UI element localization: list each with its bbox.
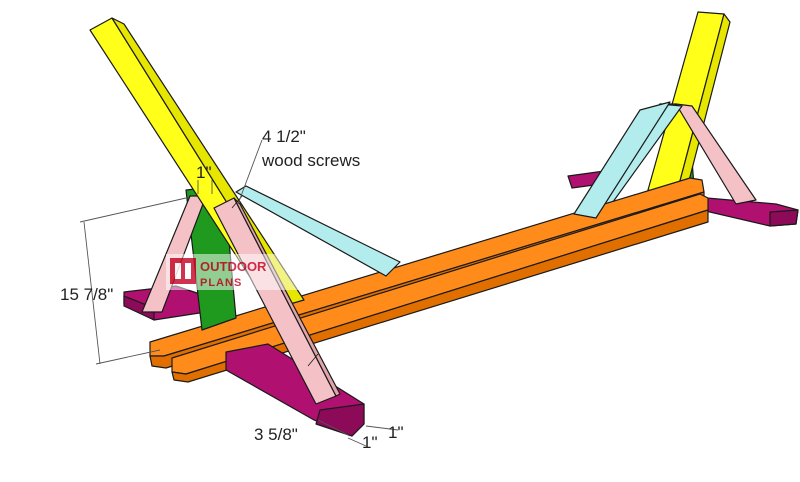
cyan-brace-top [235, 185, 401, 277]
foot-width-label: 3 5/8" [254, 425, 298, 444]
watermark-line1: OUTDOOR [200, 259, 267, 274]
height-label: 15 7/8" [60, 285, 113, 304]
screws-type-label: wood screws [261, 151, 360, 170]
labels: 4 1/2" wood screws 1" 15 7/8" 3 5/8" 1" … [60, 127, 404, 452]
screws-size-label: 4 1/2" [262, 127, 306, 146]
foot-gap-label-a: 1" [362, 433, 378, 452]
top-gap-label: 1" [196, 163, 212, 182]
cyan-brace-mid [573, 101, 671, 219]
left-back-foot-side [123, 295, 155, 321]
right-front-foot-side [769, 209, 799, 227]
cyan-brace [235, 101, 671, 277]
foot-gap-label-b: 1" [388, 423, 404, 442]
watermark-line2: PLANS [200, 277, 242, 289]
left-pink-leg-front-side [233, 197, 341, 397]
watermark-logo: OUTDOOR PLANS [166, 254, 308, 290]
left-end-assembly [89, 17, 365, 437]
dimension-lines [79, 139, 399, 447]
screw-mark-bottom [307, 353, 319, 367]
watermark-mark [170, 258, 196, 284]
left-front-foot-side [315, 403, 365, 437]
right-pink-leg-front [675, 103, 757, 205]
